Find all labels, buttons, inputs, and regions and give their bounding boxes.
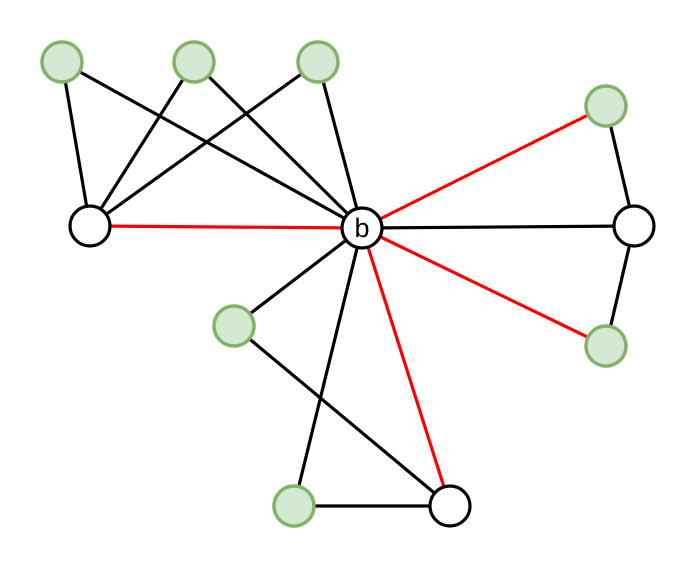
edge-w1-b-red [88, 224, 364, 230]
edge-b-w3-red [360, 226, 452, 508]
node-b: b [340, 206, 384, 250]
node-circle-g6 [212, 304, 256, 348]
edge-b-g6 [232, 226, 364, 328]
node-circle-b [340, 206, 384, 250]
nodes-layer: b [40, 40, 656, 528]
node-w1 [68, 204, 112, 248]
edge-g2-b [192, 60, 364, 230]
edge-g1-b [60, 60, 364, 230]
node-label-b: b [354, 213, 369, 243]
node-circle-w3 [428, 484, 472, 528]
edge-b-g4-red [360, 104, 608, 230]
edge-g1-w1 [60, 60, 92, 228]
node-w3 [428, 484, 472, 528]
node-circle-w1 [68, 204, 112, 248]
node-circle-g4 [584, 84, 628, 128]
node-circle-g3 [296, 40, 340, 84]
node-circle-g7 [272, 484, 316, 528]
node-circle-g2 [172, 40, 216, 84]
node-g4 [584, 84, 628, 128]
edge-b-g7 [292, 226, 364, 508]
node-circle-g1 [40, 40, 84, 84]
node-g6 [212, 304, 256, 348]
node-w2 [612, 204, 656, 248]
node-g7 [272, 484, 316, 528]
edges-layer [60, 60, 636, 508]
node-g3 [296, 40, 340, 84]
node-circle-w2 [612, 204, 656, 248]
edge-g2-w1 [88, 60, 196, 228]
node-g5 [584, 324, 628, 368]
node-circle-g5 [584, 324, 628, 368]
edge-g6-w3 [232, 324, 452, 508]
node-g2 [172, 40, 216, 84]
edge-g3-w1 [88, 60, 320, 228]
node-g1 [40, 40, 84, 84]
edge-b-w2 [360, 224, 636, 230]
edge-b-g5-red [360, 226, 608, 348]
edge-g3-b [316, 60, 364, 230]
